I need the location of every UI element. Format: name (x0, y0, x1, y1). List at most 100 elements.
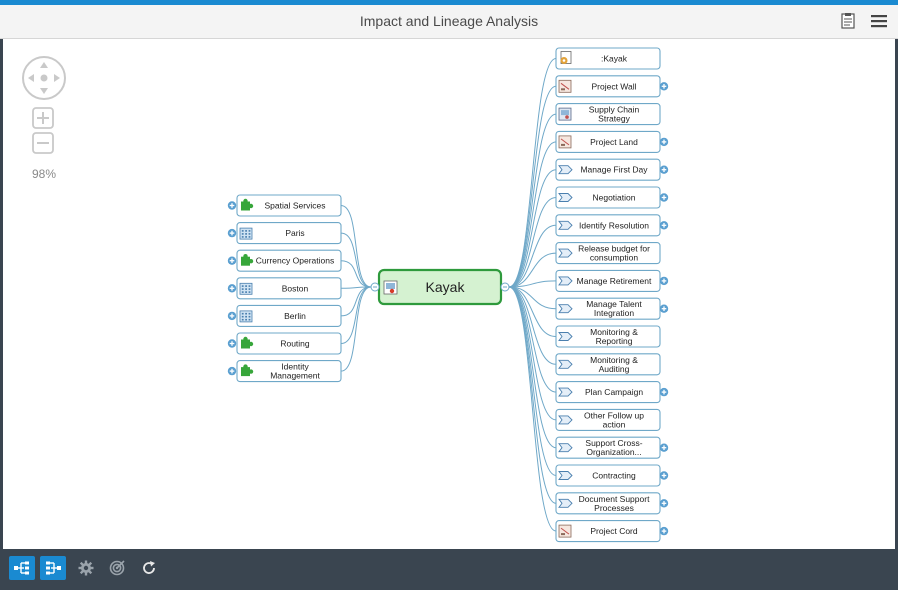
expand-icon[interactable] (227, 284, 237, 293)
node-label: Plan Campaign (585, 387, 643, 397)
expand-icon[interactable] (659, 471, 669, 480)
node-label: Manage Talent (586, 299, 642, 309)
left-node[interactable]: Berlin (236, 304, 342, 327)
expand-icon[interactable] (659, 499, 669, 508)
node-label: Monitoring & (590, 355, 638, 365)
expand-icon[interactable] (659, 193, 669, 202)
edge (508, 286, 557, 504)
edge (508, 280, 557, 288)
zoom-in-icon[interactable] (32, 107, 54, 129)
right-node[interactable]: Project Wall (555, 75, 661, 98)
expand-icon[interactable] (659, 221, 669, 230)
right-node[interactable]: Monitoring &Auditing (555, 353, 661, 376)
report-icon[interactable] (840, 12, 858, 30)
right-node[interactable]: Contracting (555, 464, 661, 487)
project-icon (558, 135, 572, 149)
process-icon (558, 387, 573, 397)
right-node[interactable]: Identify Resolution (555, 214, 661, 237)
edge (340, 205, 372, 288)
tree-right-icon (14, 561, 29, 575)
edge (508, 286, 557, 310)
menu-icon[interactable] (870, 12, 888, 30)
node-label: Auditing (599, 364, 630, 374)
edge (340, 286, 372, 372)
expand-icon[interactable] (659, 276, 669, 286)
zoom-out-icon[interactable] (32, 132, 54, 154)
right-node[interactable]: Support Cross-Organization... (555, 436, 661, 459)
edge (508, 58, 557, 288)
left-node[interactable]: Currency Operations (236, 249, 342, 272)
lineage-view-button[interactable] (9, 556, 35, 580)
project-icon (558, 79, 572, 93)
expand-icon[interactable] (659, 137, 669, 147)
process-icon (558, 193, 573, 202)
left-node[interactable]: Spatial Services (236, 194, 342, 217)
strategy-icon (558, 107, 572, 121)
zoom-level: 98% (31, 167, 57, 181)
edge (508, 286, 557, 476)
node-label: Processes (594, 503, 634, 513)
expand-icon[interactable] (659, 526, 669, 536)
expand-icon[interactable] (227, 201, 237, 210)
right-node[interactable]: Project Land (555, 130, 661, 153)
expand-icon[interactable] (227, 311, 237, 321)
expand-icon[interactable] (659, 165, 669, 174)
edge (508, 252, 557, 288)
center-node-label: Kayak (426, 279, 466, 295)
center-node[interactable]: Kayak (370, 268, 510, 306)
process-icon (558, 415, 573, 425)
puzzle-icon (241, 336, 254, 349)
puzzle-icon (241, 198, 254, 211)
node-label: Management (270, 371, 320, 381)
product-icon (383, 280, 398, 295)
node-label: Boston (282, 283, 309, 293)
right-node[interactable]: Manage First Day (555, 158, 661, 181)
expand-icon[interactable] (227, 339, 237, 348)
left-node[interactable]: Routing (236, 332, 342, 355)
node-label: Integration (594, 308, 634, 318)
refresh-button[interactable] (136, 556, 162, 580)
node-label: Spatial Services (265, 201, 326, 211)
right-node[interactable]: Plan Campaign (555, 381, 661, 404)
right-node[interactable]: Project Cord (555, 520, 661, 543)
expand-icon[interactable] (659, 443, 669, 452)
expand-icon[interactable] (659, 304, 669, 313)
edge (340, 232, 372, 288)
building-icon (239, 227, 253, 240)
focus-button[interactable] (104, 556, 130, 580)
refresh-icon (143, 561, 155, 574)
expand-icon[interactable] (659, 387, 669, 397)
gear-doc-icon (560, 51, 572, 64)
edge (508, 197, 557, 288)
right-node[interactable]: Manage Retirement (555, 269, 661, 292)
right-node[interactable]: Negotiation (555, 186, 661, 209)
gear-icon (78, 560, 94, 576)
node-label: Manage Retirement (577, 276, 652, 286)
right-node[interactable]: Monitoring &Reporting (555, 325, 661, 348)
expand-icon[interactable] (227, 366, 237, 376)
left-node[interactable]: Paris (236, 222, 342, 245)
right-node[interactable]: :Kayak (555, 47, 661, 70)
edge (508, 169, 557, 288)
top-accent-bar (0, 0, 898, 5)
settings-button[interactable] (73, 556, 99, 580)
pan-control[interactable] (20, 55, 68, 190)
expand-icon[interactable] (227, 256, 237, 265)
impact-view-button[interactable] (40, 556, 66, 580)
expand-icon[interactable] (227, 228, 237, 238)
node-label: Project Cord (590, 526, 638, 536)
node-label: :Kayak (601, 54, 628, 64)
process-icon (558, 165, 573, 175)
expand-icon[interactable] (659, 82, 669, 91)
pan-arrows-icon[interactable] (22, 56, 66, 100)
node-label: Contracting (592, 471, 636, 481)
left-node[interactable]: Boston (236, 277, 342, 300)
edge (508, 113, 557, 288)
